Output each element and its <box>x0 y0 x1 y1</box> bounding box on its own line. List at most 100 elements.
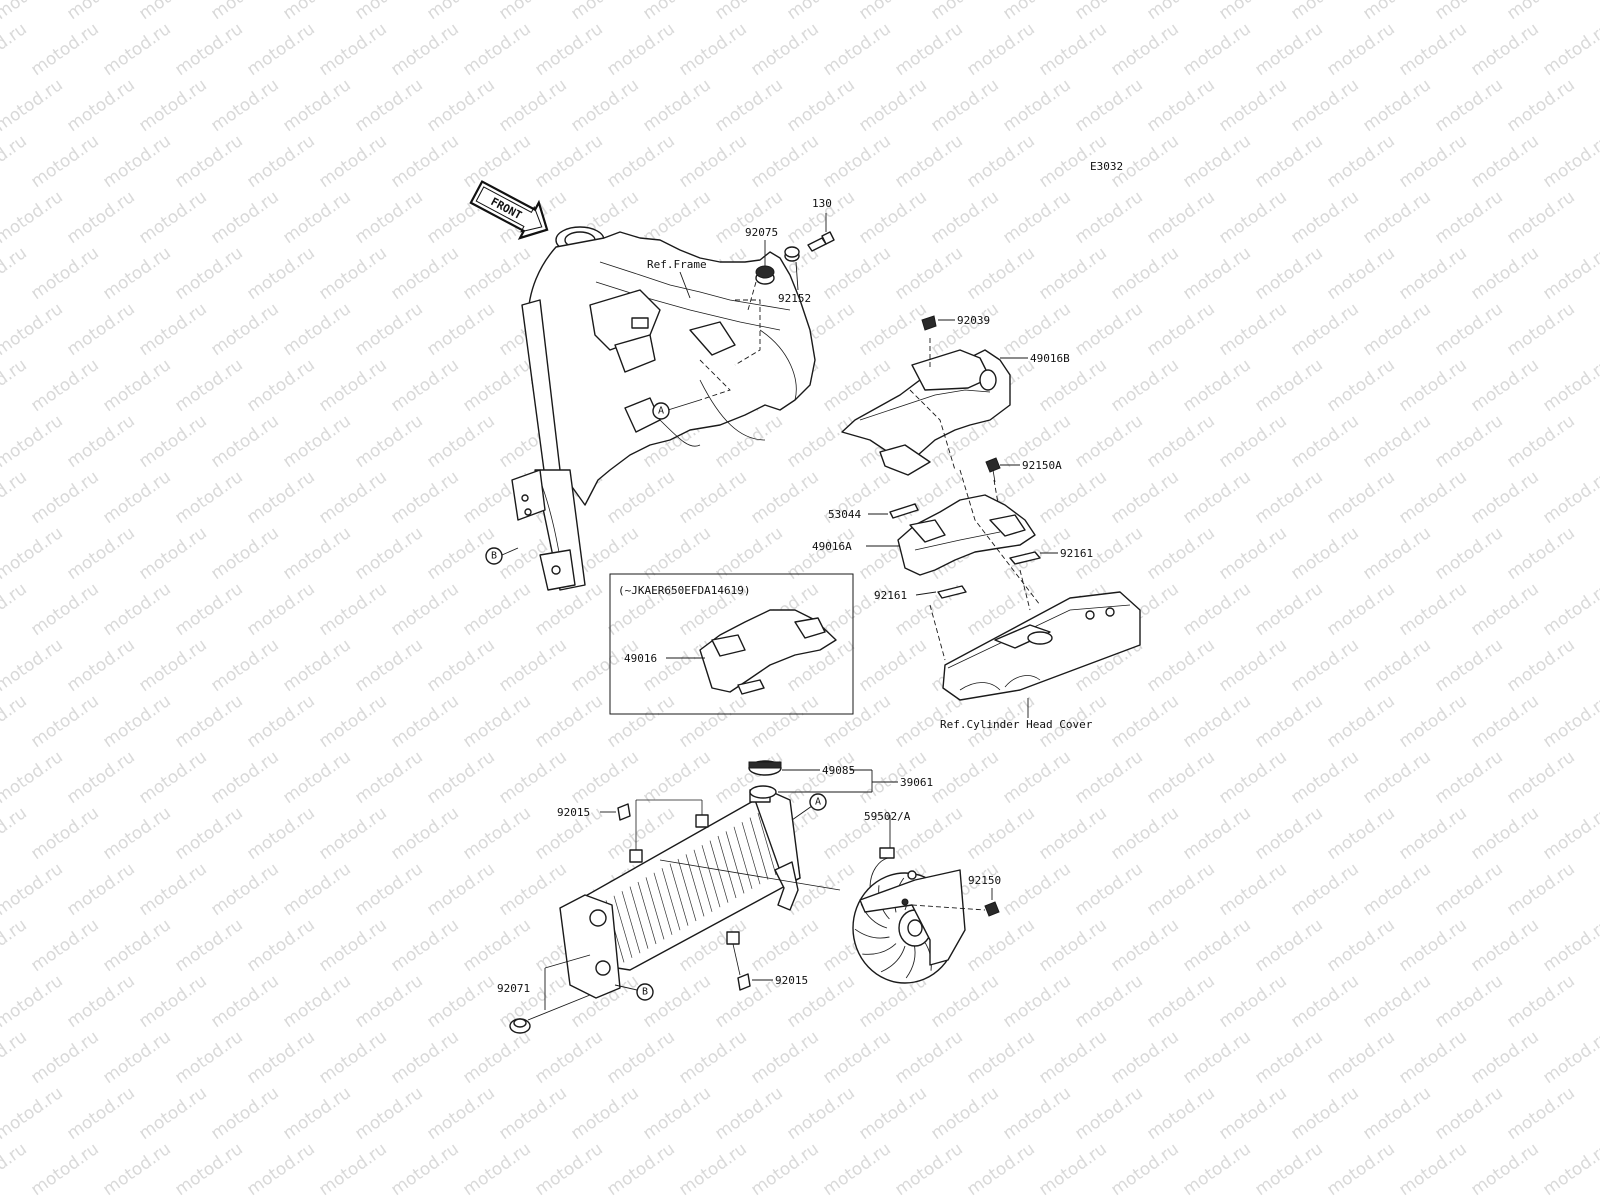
watermark-text: motod.ru <box>855 187 930 248</box>
watermark-text: motod.ru <box>1467 803 1542 864</box>
watermark-text: motod.ru <box>207 859 282 920</box>
watermark-text: motod.ru <box>351 187 426 248</box>
watermark-text: motod.ru <box>1143 523 1218 584</box>
watermark-text: motod.ru <box>963 19 1038 80</box>
watermark-text: motod.ru <box>0 1139 31 1200</box>
watermark-text: motod.ru <box>1179 243 1254 304</box>
watermark-text: motod.ru <box>1323 131 1398 192</box>
radiator-fin <box>621 891 641 954</box>
watermark-text: motod.ru <box>1179 131 1254 192</box>
watermark-text: motod.ru <box>927 1083 1002 1144</box>
part-53044-pad: 53044 <box>828 503 919 521</box>
watermark-text: motod.ru <box>747 19 822 80</box>
watermark-text: motod.ru <box>27 19 102 80</box>
watermark-text: motod.ru <box>27 1027 102 1088</box>
watermark-text: motod.ru <box>243 803 318 864</box>
watermark-text: motod.ru <box>279 523 354 584</box>
watermark-text: motod.ru <box>387 1139 462 1200</box>
part-92150A-bolt: 92150A <box>985 457 1062 516</box>
watermark-text: motod.ru <box>1107 1027 1182 1088</box>
watermark-text: motod.ru <box>1323 355 1398 416</box>
watermark-text: motod.ru <box>1431 747 1506 808</box>
watermark-text: motod.ru <box>351 0 426 24</box>
watermark-text: motod.ru <box>1251 1027 1326 1088</box>
watermark-text: motod.ru <box>135 971 210 1032</box>
label-92161-b: 92161 <box>874 589 907 602</box>
watermark-text: motod.ru <box>855 635 930 696</box>
watermark-text: motod.ru <box>1143 747 1218 808</box>
marker-a-frame-label: A <box>658 406 664 417</box>
watermark-text: motod.ru <box>1503 1083 1578 1144</box>
watermark-text: motod.ru <box>315 243 390 304</box>
watermark-text: motod.ru <box>1467 1139 1542 1200</box>
watermark-text: motod.ru <box>1251 579 1326 640</box>
watermark-text: motod.ru <box>99 915 174 976</box>
part-92071-grommet: 92071 <box>497 954 591 1034</box>
watermark-text: motod.ru <box>1395 131 1470 192</box>
watermark-text: motod.ru <box>1323 1027 1398 1088</box>
watermark-text: motod.ru <box>639 971 714 1032</box>
watermark-text: motod.ru <box>675 19 750 80</box>
watermark-text: motod.ru <box>171 243 246 304</box>
watermark-text: motod.ru <box>315 355 390 416</box>
frame-assembly <box>511 226 816 591</box>
watermark-text: motod.ru <box>315 579 390 640</box>
watermark-text: motod.ru <box>63 187 138 248</box>
watermark-text: motod.ru <box>1359 187 1434 248</box>
watermark-text: motod.ru <box>999 1083 1074 1144</box>
watermark-text: motod.ru <box>135 187 210 248</box>
part-49016A-shield: 49016A <box>812 469 1041 606</box>
watermark-text: motod.ru <box>747 691 822 752</box>
watermark-text: motod.ru <box>1287 523 1362 584</box>
watermark-text: motod.ru <box>1359 0 1434 24</box>
watermark-text: motod.ru <box>495 635 570 696</box>
radiator-fin <box>629 886 649 949</box>
watermark-text: motod.ru <box>27 579 102 640</box>
watermark-text: motod.ru <box>531 1027 606 1088</box>
watermark-text: motod.ru <box>1467 355 1542 416</box>
watermark-text: motod.ru <box>207 411 282 472</box>
watermark-text: motod.ru <box>207 187 282 248</box>
watermark-text: motod.ru <box>1539 691 1600 752</box>
watermark-text: motod.ru <box>1431 0 1506 24</box>
fan-blade <box>854 928 890 939</box>
watermark-text: motod.ru <box>1035 19 1110 80</box>
part-92161-pad-a: 92161 <box>1009 547 1093 565</box>
watermark-text: motod.ru <box>1395 243 1470 304</box>
watermark-text: motod.ru <box>0 635 67 696</box>
radiator-fin <box>741 822 761 885</box>
radiator-fin <box>733 826 753 889</box>
watermark-text: motod.ru <box>99 691 174 752</box>
watermark-text: motod.ru <box>279 187 354 248</box>
watermark-text: motod.ru <box>1323 243 1398 304</box>
watermark-text: motod.ru <box>171 355 246 416</box>
watermark-text: motod.ru <box>27 1139 102 1200</box>
part-92150-bolt: 92150 <box>911 874 1001 917</box>
watermark-text: motod.ru <box>171 915 246 976</box>
watermark-text: motod.ru <box>1359 411 1434 472</box>
watermark-text: motod.ru <box>639 75 714 136</box>
marker-b-radiator-label: B <box>642 987 648 998</box>
watermark-text: motod.ru <box>423 971 498 1032</box>
label-39061: 39061 <box>900 776 933 789</box>
watermark-text: motod.ru <box>63 299 138 360</box>
label-49085: 49085 <box>822 764 855 777</box>
watermark-text: motod.ru <box>27 131 102 192</box>
watermark-text: motod.ru <box>63 1083 138 1144</box>
watermark-text: motod.ru <box>459 131 534 192</box>
radiator-fin <box>661 868 681 931</box>
watermark-text: motod.ru <box>63 747 138 808</box>
watermark-text: motod.ru <box>423 0 498 24</box>
watermark-text: motod.ru <box>891 1027 966 1088</box>
watermark-text: motod.ru <box>1287 635 1362 696</box>
watermark-text: motod.ru <box>99 355 174 416</box>
watermark-text: motod.ru <box>495 859 570 920</box>
watermark-text: motod.ru <box>171 1027 246 1088</box>
watermark-text: motod.ru <box>495 75 570 136</box>
watermark-text: motod.ru <box>855 75 930 136</box>
inset-box: (~JKAER650EFDA14619) 49016 <box>609 573 854 715</box>
watermark-text: motod.ru <box>243 579 318 640</box>
watermark-text: motod.ru <box>243 243 318 304</box>
watermark-text: motod.ru <box>1287 187 1362 248</box>
watermark-text: motod.ru <box>315 467 390 528</box>
